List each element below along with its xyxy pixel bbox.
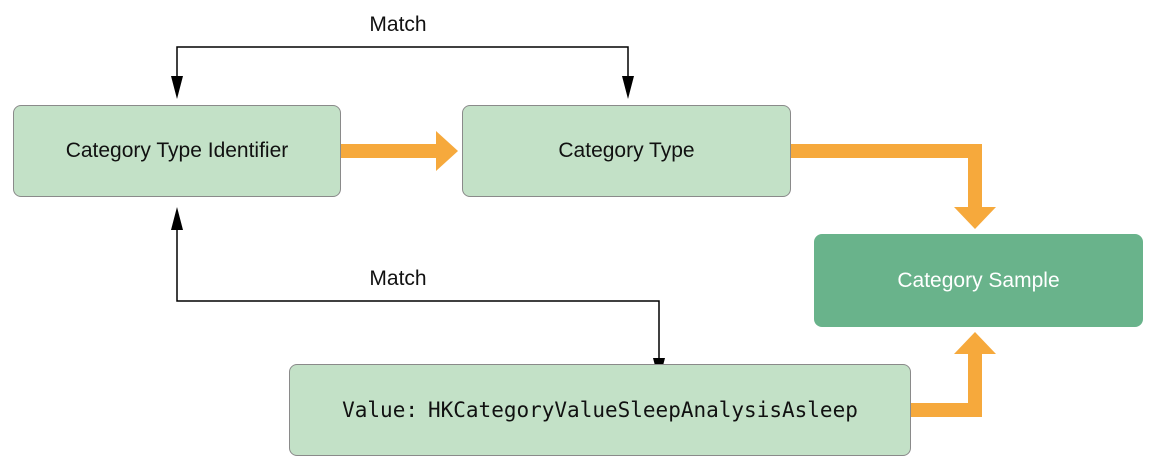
flow-arrow-value-to-sample [911, 332, 996, 417]
category-type-node: Category Type [462, 105, 791, 197]
category-type-identifier-node: Category Type Identifier [13, 105, 341, 197]
match-connector-bottom [171, 207, 665, 381]
category-sample-label: Category Sample [897, 268, 1060, 292]
value-node: Value: HKCategoryValueSleepAnalysisAslee… [289, 364, 911, 456]
flow-arrow-type-to-sample [791, 144, 996, 229]
value-code-label: HKCategoryValueSleepAnalysisAsleep [427, 398, 858, 422]
category-type-label: Category Type [558, 139, 695, 162]
category-type-identifier-label: Category Type Identifier [65, 139, 289, 162]
value-prefix-label: Value: [342, 398, 418, 422]
flow-arrows [341, 131, 996, 417]
match-label-bottom: Match [369, 267, 427, 290]
match-label-top: Match [369, 13, 427, 36]
flow-arrow-identifier-to-type [341, 131, 458, 171]
match-connector-top [171, 46, 634, 99]
category-sample-node: Category Sample [814, 234, 1143, 327]
match-connectors [171, 46, 665, 381]
